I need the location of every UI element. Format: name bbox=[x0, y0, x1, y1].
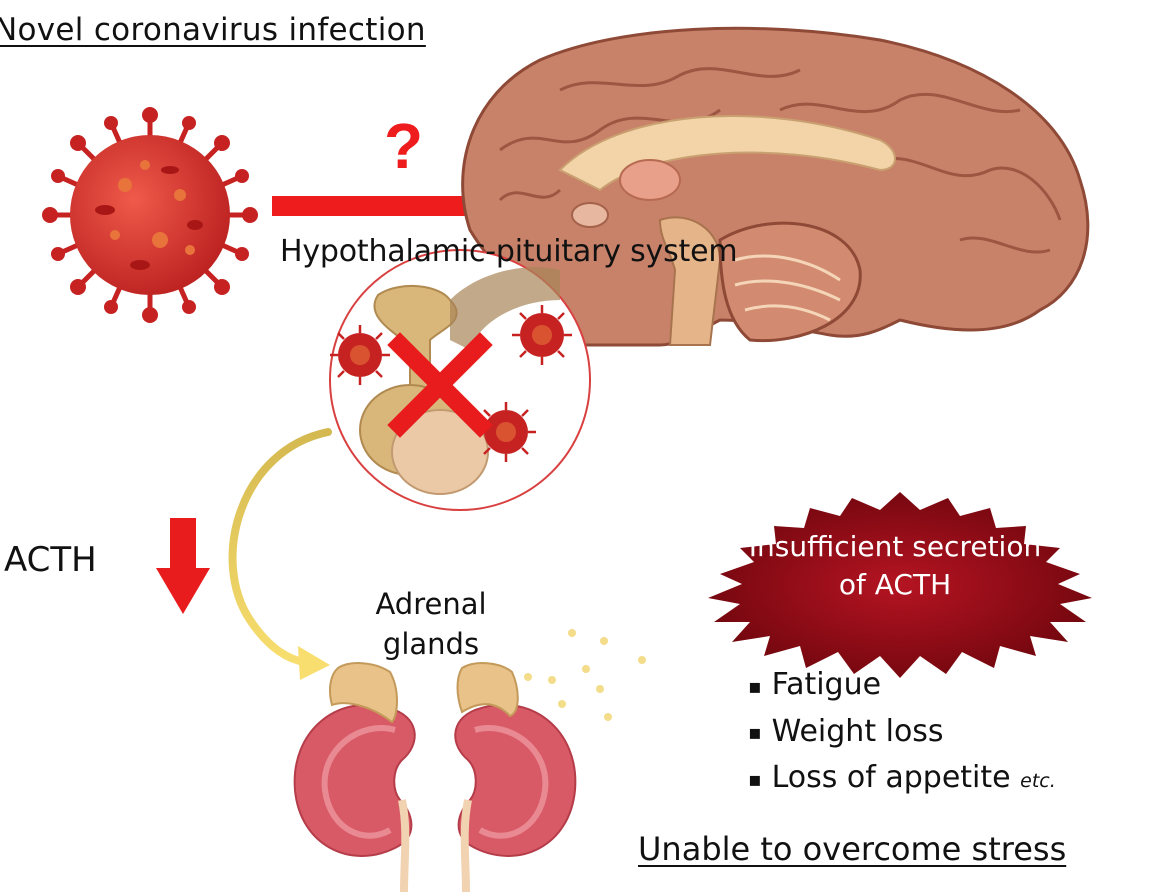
bullet-icon: ▪ bbox=[748, 720, 762, 744]
coronavirus-icon-small bbox=[512, 305, 572, 365]
down-arrow-icon bbox=[156, 518, 210, 614]
coronavirus-icon-small bbox=[330, 325, 390, 385]
burst-line1: Insufficient secretion bbox=[650, 528, 1140, 566]
bullet-icon: ▪ bbox=[748, 767, 762, 791]
symptom-item: ▪Loss of appetite etc. bbox=[748, 755, 1056, 804]
symptom-list: ▪Fatigue ▪Weight loss ▪Loss of appetite … bbox=[748, 662, 1056, 804]
symptom-item: ▪Weight loss bbox=[748, 709, 1056, 756]
burst-line2: of ACTH bbox=[650, 566, 1140, 604]
coronavirus-icon bbox=[42, 107, 258, 323]
etc-suffix: etc. bbox=[1020, 770, 1056, 792]
diagram-title: Novel coronavirus infection bbox=[0, 12, 426, 48]
pituitary-illustration bbox=[330, 250, 590, 510]
adrenal-label-line1: Adrenal bbox=[336, 584, 526, 624]
kidney-illustration bbox=[295, 663, 576, 892]
acth-label: ACTH bbox=[4, 540, 97, 580]
hp-system-label: Hypothalamic-pituitary system bbox=[280, 234, 737, 269]
curved-arrow bbox=[233, 432, 330, 680]
burst-text: Insufficient secretion of ACTH bbox=[650, 528, 1140, 604]
hormone-dots bbox=[524, 629, 646, 721]
question-mark: ? bbox=[384, 110, 423, 182]
adrenal-label: Adrenal glands bbox=[336, 584, 526, 664]
adrenal-label-line2: glands bbox=[336, 624, 526, 664]
conclusion-text: Unable to overcome stress bbox=[638, 830, 1066, 868]
bullet-icon: ▪ bbox=[748, 674, 762, 698]
symptom-item: ▪Fatigue bbox=[748, 662, 1056, 709]
